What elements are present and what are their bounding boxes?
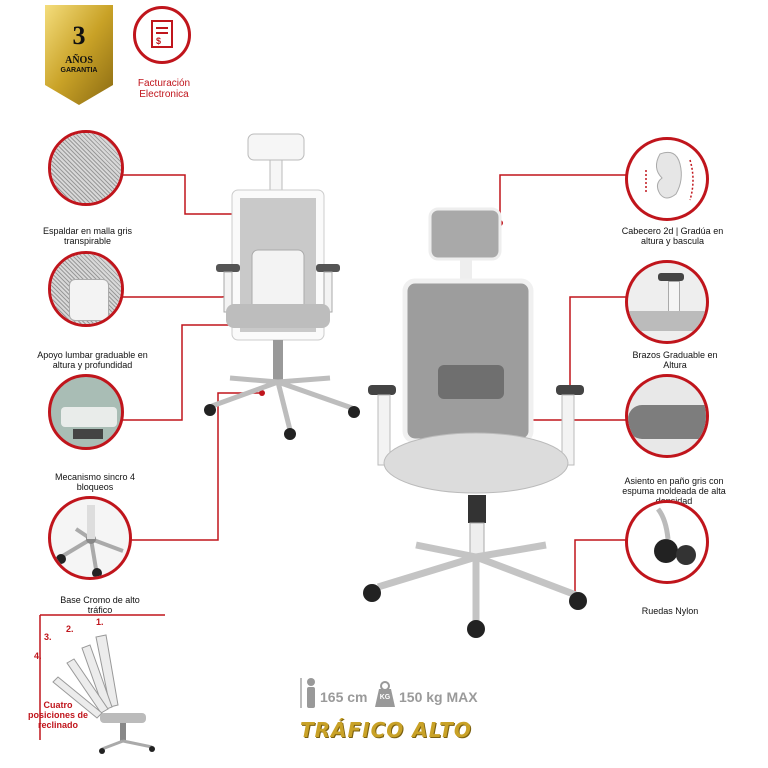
- svg-text:$: $: [156, 36, 161, 46]
- badge-shape: [45, 5, 113, 105]
- seat-detail-circle: [625, 374, 709, 458]
- armrest-detail-circle: [625, 260, 709, 344]
- feature-label-headrest: Cabecero 2d | Gradúa en altura y bascula: [621, 226, 724, 246]
- badge-line1: AÑOS: [65, 55, 93, 66]
- badge-years: 3: [72, 21, 86, 50]
- base-detail-circle: [48, 496, 132, 580]
- feature-label-armrest: Brazos Graduable en Altura: [632, 350, 718, 370]
- recline-pos-1: 1.: [96, 617, 104, 627]
- feature-label-backrest: Espaldar en malla gris transpirable: [42, 226, 133, 246]
- wheels-detail-circle: [625, 500, 709, 584]
- mesh-detail-circle: [48, 130, 124, 206]
- badge-line2: GARANTIA: [60, 67, 98, 74]
- chair-front-view: [350, 205, 600, 645]
- recline-illustration: 1. 2. 3. 4.: [34, 615, 170, 760]
- spec-height: 165 cm: [320, 689, 368, 705]
- invoice-line1: Facturación: [137, 78, 191, 89]
- feature-label-base: Base Cromo de alto tráfico: [60, 595, 140, 615]
- recline-pos-2: 2.: [66, 624, 74, 634]
- recline-label: Cuatro posiciones de reclinado: [27, 700, 89, 730]
- kg-badge: KG: [379, 694, 391, 701]
- mechanism-detail-circle: [48, 374, 124, 450]
- feature-label-wheels: Ruedas Nylon: [641, 606, 699, 616]
- recline-pos-4: 4.: [34, 651, 42, 661]
- recline-pos-3: 3.: [44, 632, 52, 642]
- weight-icon: [374, 681, 396, 707]
- chair-back-view: [190, 128, 365, 448]
- feature-label-lumbar: Apoyo lumbar graduable en altura y profu…: [37, 350, 148, 370]
- spec-weight: 150 kg MAX: [399, 689, 478, 705]
- invoice-icon: $: [133, 6, 191, 64]
- warranty-badge: 3 AÑOS GARANTIA: [45, 5, 113, 105]
- headrest-detail-circle: [625, 137, 709, 221]
- height-icon: [298, 676, 318, 710]
- feature-label-mechanism: Mecanismo sincro 4 bloqueos: [54, 472, 136, 492]
- invoice-line2: Electronica: [139, 89, 189, 100]
- traffic-label: TRÁFICO ALTO: [300, 718, 472, 742]
- lumbar-detail-circle: [48, 251, 124, 327]
